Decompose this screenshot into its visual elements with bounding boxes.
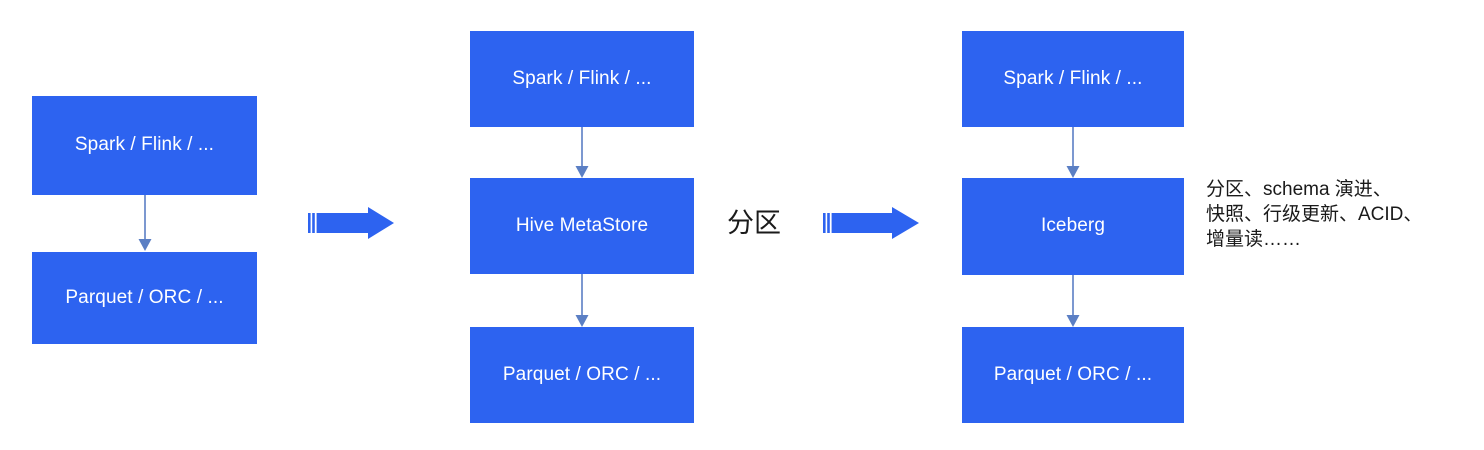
box-group3-catalog[interactable]: Iceberg — [962, 178, 1184, 275]
annotation-line-3: 增量读…… — [1206, 229, 1302, 251]
box-group2-storage[interactable]: Parquet / ORC / ... — [470, 327, 694, 423]
annotation-line-1: 分区、schema 演进、 — [1206, 179, 1392, 200]
connector-group2-compute-to-catalog — [574, 127, 590, 179]
transition-label-partition: 分区 — [727, 208, 781, 238]
box-group1-compute[interactable]: Spark / Flink / ... — [32, 96, 257, 195]
right-block-arrow-icon-transition-1 — [308, 207, 394, 239]
right-block-arrow-icon-transition-2 — [823, 207, 919, 239]
connector-group2-catalog-to-storage — [574, 274, 590, 328]
box-group2-compute[interactable]: Spark / Flink / ... — [470, 31, 694, 127]
box-group2-catalog[interactable]: Hive MetaStore — [470, 178, 694, 274]
annotation-line-2: 快照、行级更新、ACID、 — [1206, 204, 1423, 226]
box-group3-compute[interactable]: Spark / Flink / ... — [962, 31, 1184, 127]
annotation-iceberg-features: 分区、schema 演进、 快照、行级更新、ACID、 增量读…… — [1206, 177, 1422, 252]
box-group1-storage[interactable]: Parquet / ORC / ... — [32, 252, 257, 344]
connector-group3-catalog-to-storage — [1065, 275, 1081, 328]
connector-group1-compute-to-storage — [137, 195, 153, 252]
box-group3-storage[interactable]: Parquet / ORC / ... — [962, 327, 1184, 423]
connector-group3-compute-to-catalog — [1065, 127, 1081, 179]
